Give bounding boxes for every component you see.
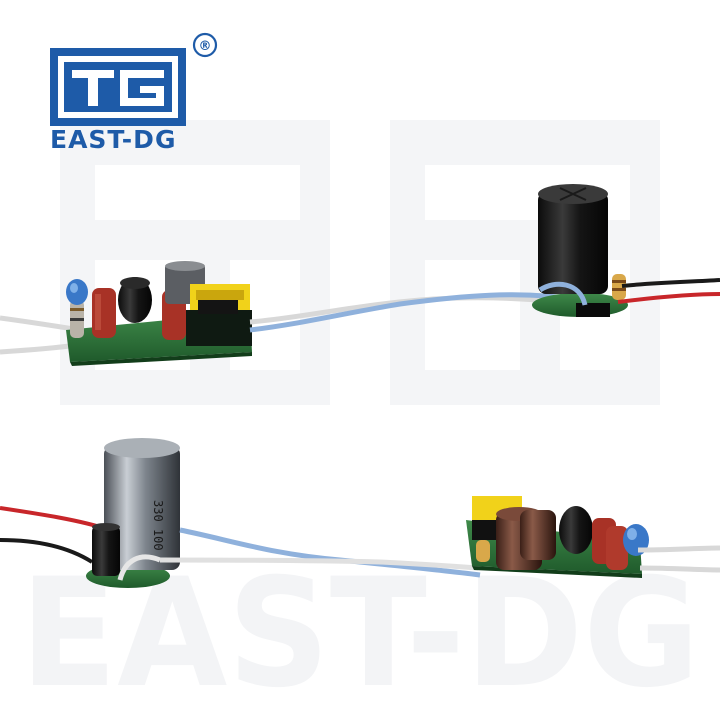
- svg-text:330 100: 330 100: [151, 500, 165, 551]
- driver-board-bottom-right: [466, 496, 720, 578]
- east-dg-logo: ®: [50, 32, 218, 126]
- driver-board-top-right: [532, 184, 720, 317]
- driver-board-bottom-left: 330 100: [0, 438, 481, 588]
- registered-mark: ®: [199, 39, 212, 54]
- brand-name: EAST-DG: [50, 125, 177, 154]
- driver-board-top-left: [0, 261, 581, 366]
